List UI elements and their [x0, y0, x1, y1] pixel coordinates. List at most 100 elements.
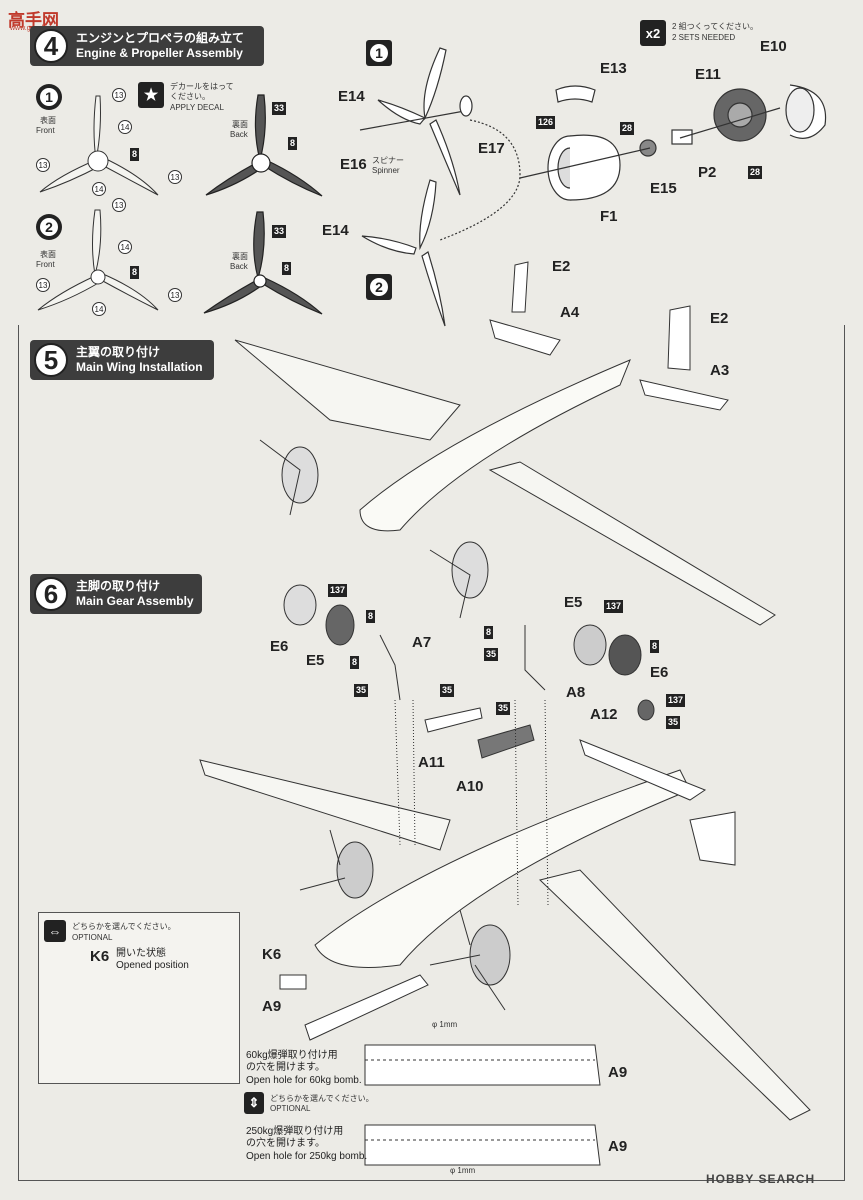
- part-label: A4: [560, 304, 580, 321]
- exploded-option-1-marker: 1: [366, 40, 392, 66]
- color-callout: 137: [666, 694, 686, 707]
- part-label: A3: [710, 362, 730, 379]
- part-label: A11: [418, 754, 445, 771]
- spinner-en: Spinner: [372, 166, 400, 175]
- step6-number: 6: [34, 577, 68, 611]
- hole-60-en: Open hole for 60kg bomb.: [246, 1075, 362, 1086]
- engine-cowling: [519, 84, 827, 201]
- part-label: E14: [322, 222, 349, 239]
- part-label: E10: [760, 38, 787, 55]
- decal-star-icon: ★: [138, 82, 164, 108]
- decal-callout: 13: [112, 198, 126, 212]
- decal-callout: 13: [168, 170, 182, 184]
- decal-callout: 8: [130, 266, 140, 279]
- aircraft-step6: [199, 584, 811, 1121]
- step6-header: 6 主脚の取り付け Main Gear Assembly: [30, 574, 202, 614]
- part-label: A7: [412, 634, 432, 651]
- part-label: E16: [340, 156, 367, 173]
- part-label: A9: [608, 1064, 628, 1081]
- part-label: A12: [590, 706, 618, 723]
- optional-en: OPTIONAL: [72, 933, 113, 942]
- color-callout: 8: [282, 262, 292, 275]
- back-jp-2: 裏面: [232, 252, 248, 261]
- sets-needed-icon: x2: [640, 20, 666, 46]
- part-label: E11: [695, 66, 721, 83]
- part-label: E17: [478, 140, 505, 157]
- back-en-2: Back: [230, 262, 248, 271]
- color-callout: 33: [272, 102, 287, 115]
- watermark-logo: 高手网: [8, 11, 59, 30]
- part-label: K6: [262, 946, 282, 963]
- color-callout: 8: [650, 640, 660, 653]
- optional-arrows-icon: ⇕: [244, 1092, 264, 1114]
- color-callout: 137: [604, 600, 624, 613]
- color-callout: 126: [536, 116, 556, 129]
- front-en-2: Front: [36, 260, 55, 269]
- part-label: F1: [600, 208, 618, 225]
- option-2-marker: 2: [36, 214, 62, 240]
- propeller-exploded-1: [359, 47, 473, 196]
- color-callout: 33: [272, 225, 287, 238]
- color-callout: 35: [666, 716, 681, 729]
- opened-jp: 開いた状態: [116, 948, 166, 959]
- hole-60-jp: 60kg爆弾取り付け用 の穴を開けます。: [246, 1050, 338, 1073]
- part-label: A9: [262, 998, 282, 1015]
- propeller-back-1: [205, 94, 323, 197]
- decal-callout: 14: [118, 240, 132, 254]
- optional-jp: どちらかを選んでください。: [72, 922, 176, 931]
- decal-callout: 14: [92, 182, 106, 196]
- part-label: E15: [650, 180, 677, 197]
- step5-title-en: Main Wing Installation: [76, 360, 203, 374]
- part-label: A10: [456, 778, 484, 795]
- step4-number: 4: [34, 29, 68, 63]
- part-label: E14: [338, 88, 365, 105]
- decal-callout: 14: [118, 120, 132, 134]
- part-label: E6: [270, 638, 289, 655]
- color-callout: 28: [748, 166, 763, 179]
- part-label: E5: [564, 594, 583, 611]
- decal-callout: 14: [92, 302, 106, 316]
- option-1-marker: 1: [36, 84, 62, 110]
- front-jp-2: 表面: [40, 250, 56, 259]
- apply-decal-jp: デカールをはって ください。: [170, 82, 234, 101]
- part-label: E2: [710, 310, 729, 327]
- part-label: P2: [698, 164, 717, 181]
- decal-callout: 8: [130, 148, 140, 161]
- front-en-1: Front: [36, 126, 55, 135]
- part-label: A9: [608, 1138, 628, 1155]
- hole-250-en: Open hole for 250kg bomb.: [246, 1151, 368, 1162]
- step5-header: 5 主翼の取り付け Main Wing Installation: [30, 340, 214, 380]
- phi-1mm-label: φ 1mm: [450, 1166, 476, 1175]
- step6-title-en: Main Gear Assembly: [76, 594, 194, 608]
- part-label: E5: [306, 652, 325, 669]
- bomb-hole-diagram-60kg: [364, 1044, 601, 1086]
- front-jp-1: 表面: [40, 116, 56, 125]
- spinner-jp: スピナー: [372, 156, 404, 165]
- step5-title-jp: 主翼の取り付け: [76, 345, 161, 359]
- bomb-hole-diagram-250kg: [364, 1124, 601, 1166]
- steps-frame: [18, 325, 845, 1181]
- step4-header: 4 エンジンとプロペラの組み立て Engine & Propeller Asse…: [30, 26, 264, 66]
- decal-callout: 13: [36, 158, 50, 172]
- back-jp-1: 裏面: [232, 120, 248, 129]
- step4-title-jp: エンジンとプロペラの組み立て: [76, 31, 245, 45]
- propeller-front-2: [37, 209, 159, 311]
- optional-jp-2: どちらかを選んでください。: [270, 1094, 374, 1103]
- exploded-option-2-marker: 2: [366, 274, 392, 300]
- sets-needed-jp: 2 組つくってください。: [672, 22, 759, 31]
- color-callout: 8: [350, 656, 360, 669]
- optional-en-2: OPTIONAL: [270, 1104, 311, 1113]
- color-callout: 35: [484, 648, 499, 661]
- step4-title-en: Engine & Propeller Assembly: [76, 46, 243, 60]
- part-label: E13: [600, 60, 627, 77]
- color-callout: 8: [484, 626, 494, 639]
- step6-title-jp: 主脚の取り付け: [76, 579, 161, 593]
- color-callout: 28: [620, 122, 635, 135]
- watermark-hobbysearch: HOBBY SEARCH: [706, 1172, 816, 1186]
- decal-callout: 13: [112, 88, 126, 102]
- step5-number: 5: [34, 343, 68, 377]
- part-label: E6: [650, 664, 669, 681]
- color-callout: 35: [440, 684, 455, 697]
- decal-callout: 13: [36, 278, 50, 292]
